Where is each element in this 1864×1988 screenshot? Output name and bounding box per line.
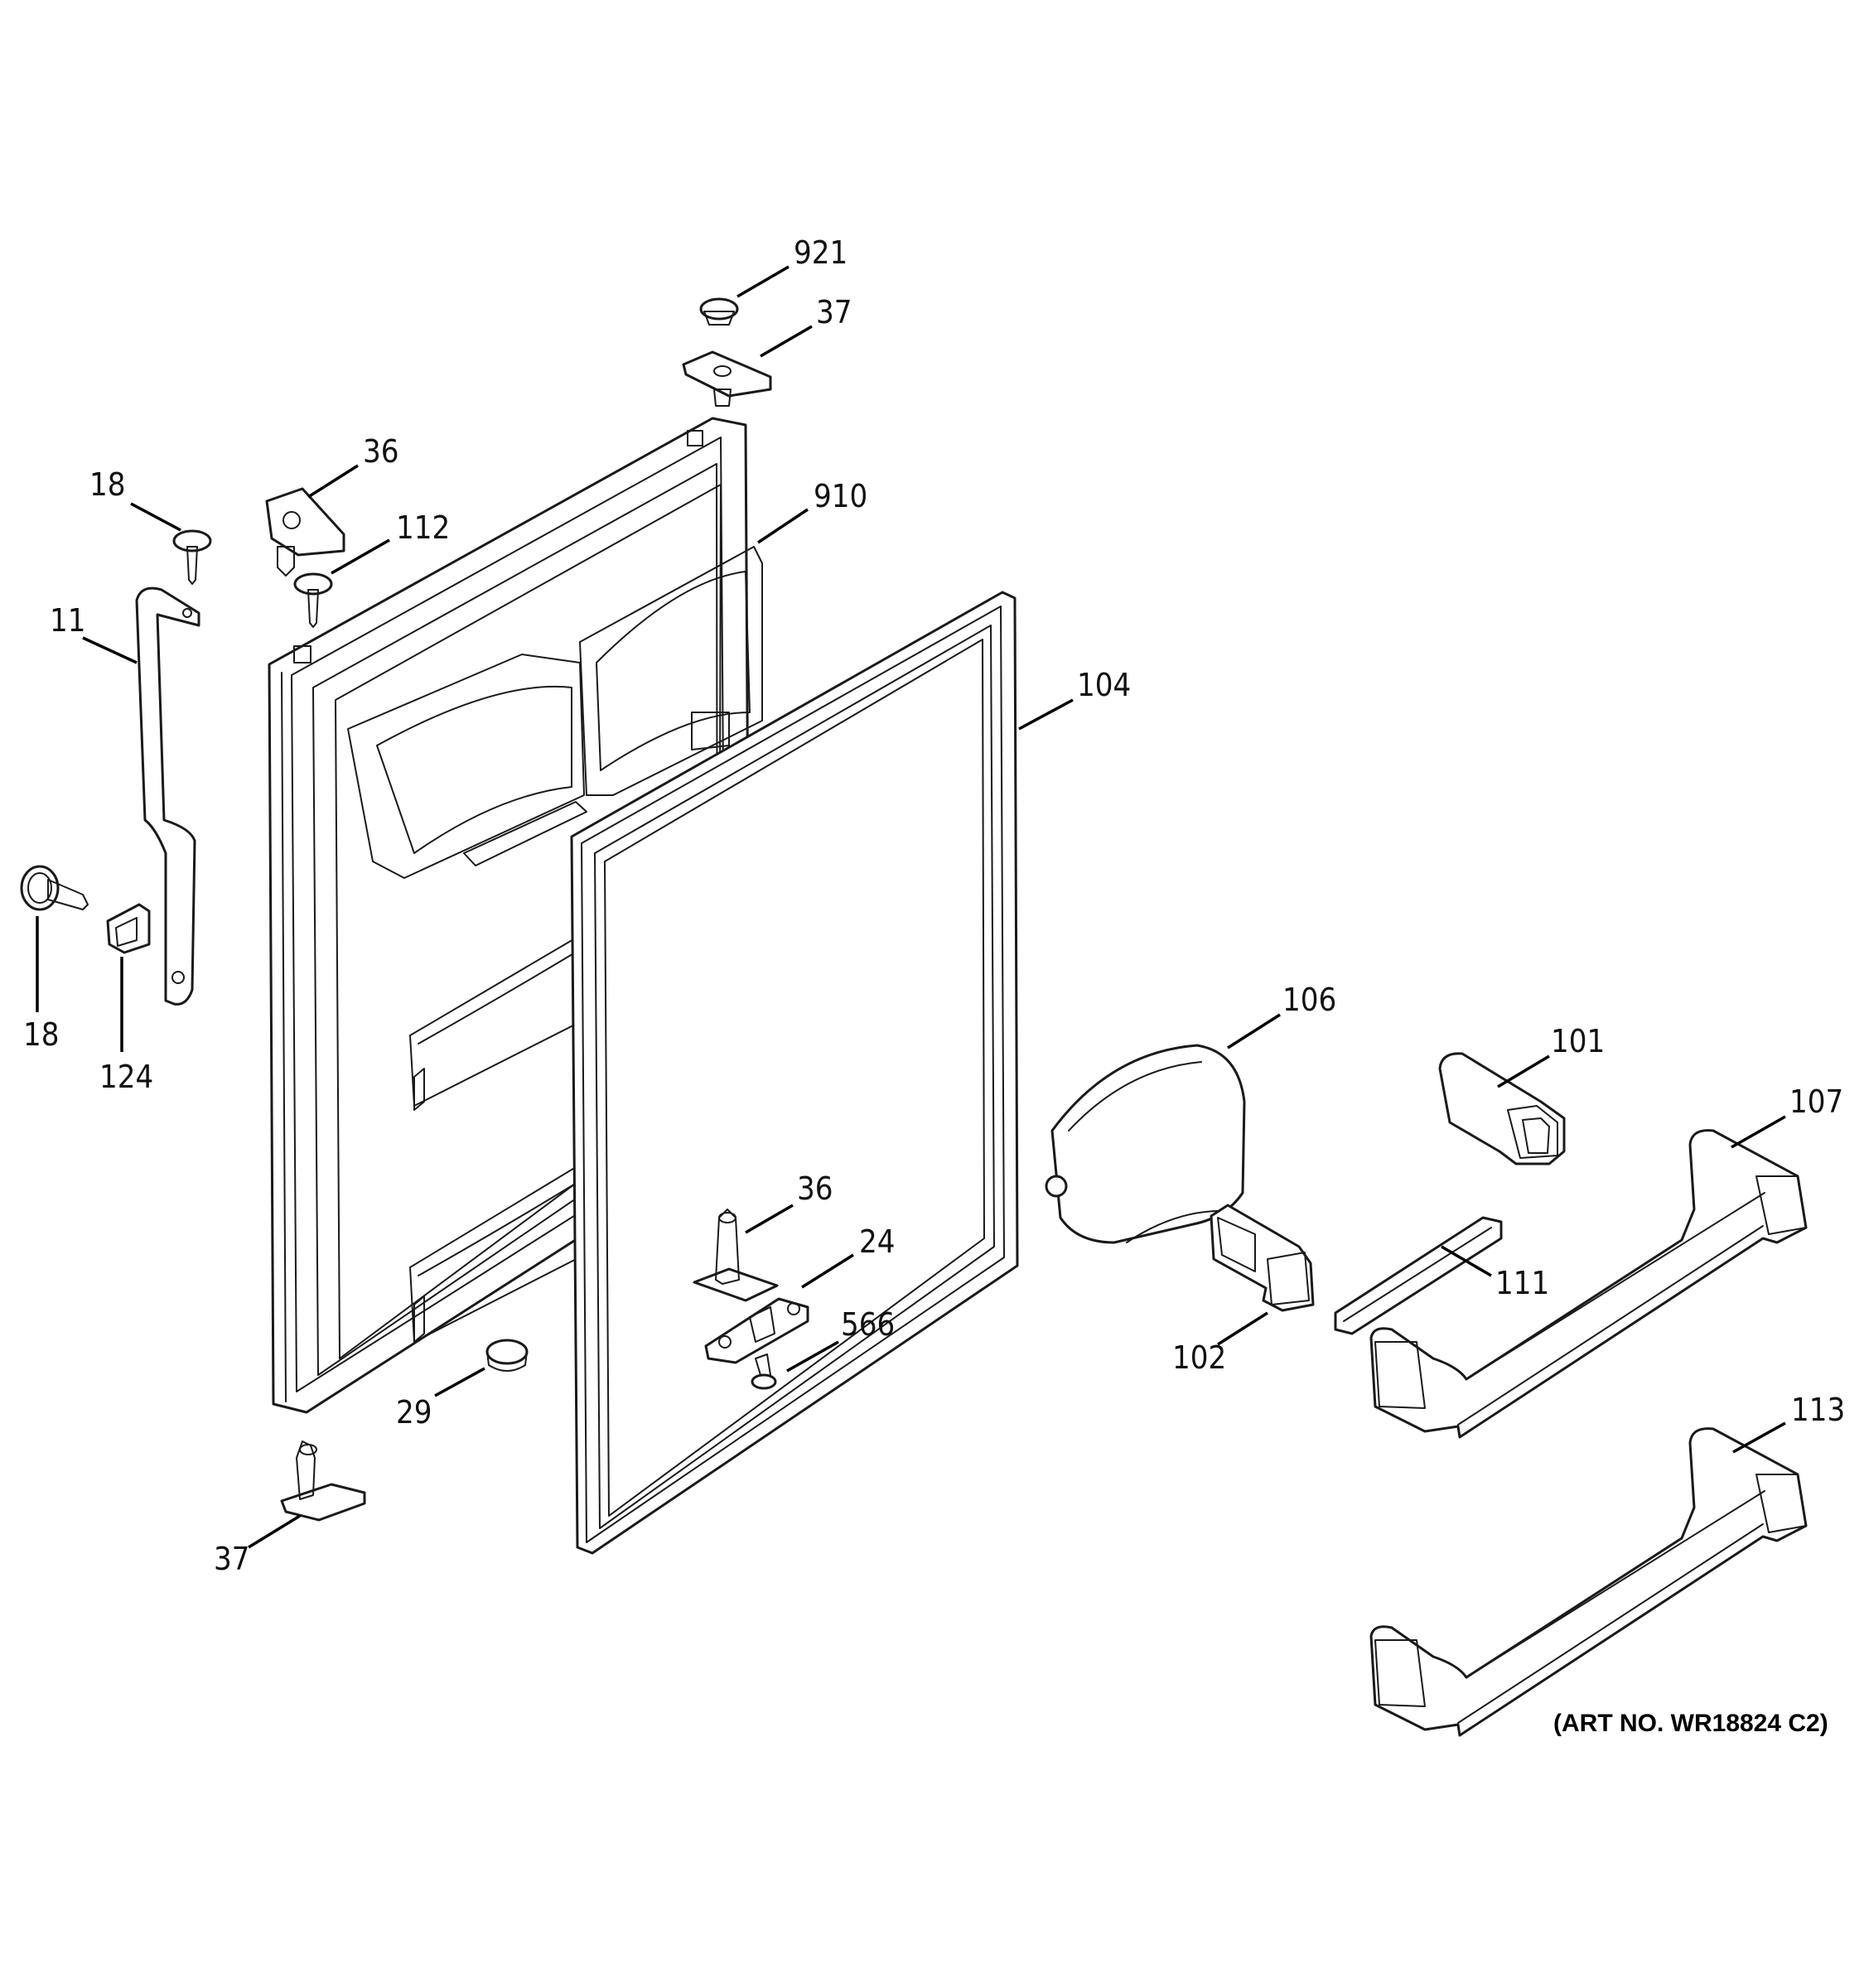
screw-18-top	[172, 529, 212, 585]
leader-37-bottom	[248, 1514, 301, 1549]
screw-112	[293, 572, 333, 628]
callout-566: 566	[841, 1306, 895, 1343]
callout-18-top: 18	[89, 466, 126, 503]
leader-102	[1217, 1311, 1268, 1346]
leader-29	[434, 1367, 485, 1397]
callout-24: 24	[859, 1223, 896, 1260]
cap-921	[699, 297, 739, 326]
leader-106	[1227, 1013, 1281, 1049]
callout-113: 113	[1791, 1392, 1845, 1428]
rod-111	[1334, 1216, 1503, 1335]
bin-cover-106	[1045, 1044, 1246, 1244]
callout-910: 910	[814, 478, 867, 514]
leader-910	[757, 508, 809, 544]
callout-102: 102	[1172, 1339, 1226, 1376]
callout-18-left: 18	[23, 1016, 60, 1053]
clip-124	[106, 903, 151, 954]
callout-124: 124	[99, 1059, 153, 1095]
screw-18-left	[20, 865, 89, 911]
leader-11	[82, 636, 138, 664]
callout-112: 112	[396, 509, 450, 546]
hinge-37-top	[682, 350, 772, 407]
leader-18-top	[130, 502, 181, 532]
callout-921: 921	[794, 234, 847, 271]
leader-107	[1731, 1115, 1786, 1149]
leader-111	[1441, 1245, 1492, 1277]
callout-106: 106	[1282, 982, 1336, 1018]
leader-104	[1018, 698, 1074, 731]
callout-36-mid: 36	[797, 1170, 833, 1207]
cap-29	[485, 1339, 529, 1372]
callout-107: 107	[1789, 1083, 1843, 1120]
art-number: (ART NO. WR18824 C2)	[1553, 1710, 1828, 1737]
leader-36-mid	[745, 1204, 794, 1234]
callout-104: 104	[1077, 667, 1131, 703]
leader-36-top	[307, 464, 359, 499]
hinge-37-bottom	[280, 1440, 366, 1522]
leader-37-top	[760, 325, 813, 358]
callout-29: 29	[396, 1394, 432, 1431]
bracket-102	[1210, 1204, 1315, 1312]
leader-lines	[36, 265, 1786, 1549]
callout-11: 11	[50, 602, 86, 639]
callout-101: 101	[1551, 1023, 1605, 1059]
hinge-pin-36-top	[265, 487, 345, 577]
callout-labels: 921 37 36 18 112 910 11 104 18 124 106 1…	[23, 234, 1845, 1577]
callout-36-top: 36	[363, 433, 399, 470]
callout-37-bottom: 37	[214, 1541, 250, 1577]
bin-113	[1369, 1427, 1808, 1737]
leader-113	[1732, 1421, 1786, 1454]
door-handle-11	[135, 586, 200, 1006]
callout-37-top: 37	[816, 294, 852, 331]
leader-24	[801, 1253, 854, 1289]
leader-921	[736, 265, 790, 298]
hinge-pin-36-mid	[693, 1209, 779, 1302]
callout-111: 111	[1495, 1265, 1549, 1301]
door-gasket-104	[570, 591, 1019, 1555]
bin-107	[1369, 1129, 1808, 1439]
leader-101	[1497, 1054, 1550, 1088]
plate-24	[704, 1297, 809, 1364]
leader-566	[786, 1340, 839, 1373]
leader-112	[331, 538, 390, 575]
bracket-101	[1438, 1052, 1566, 1165]
screw-566	[751, 1353, 777, 1390]
